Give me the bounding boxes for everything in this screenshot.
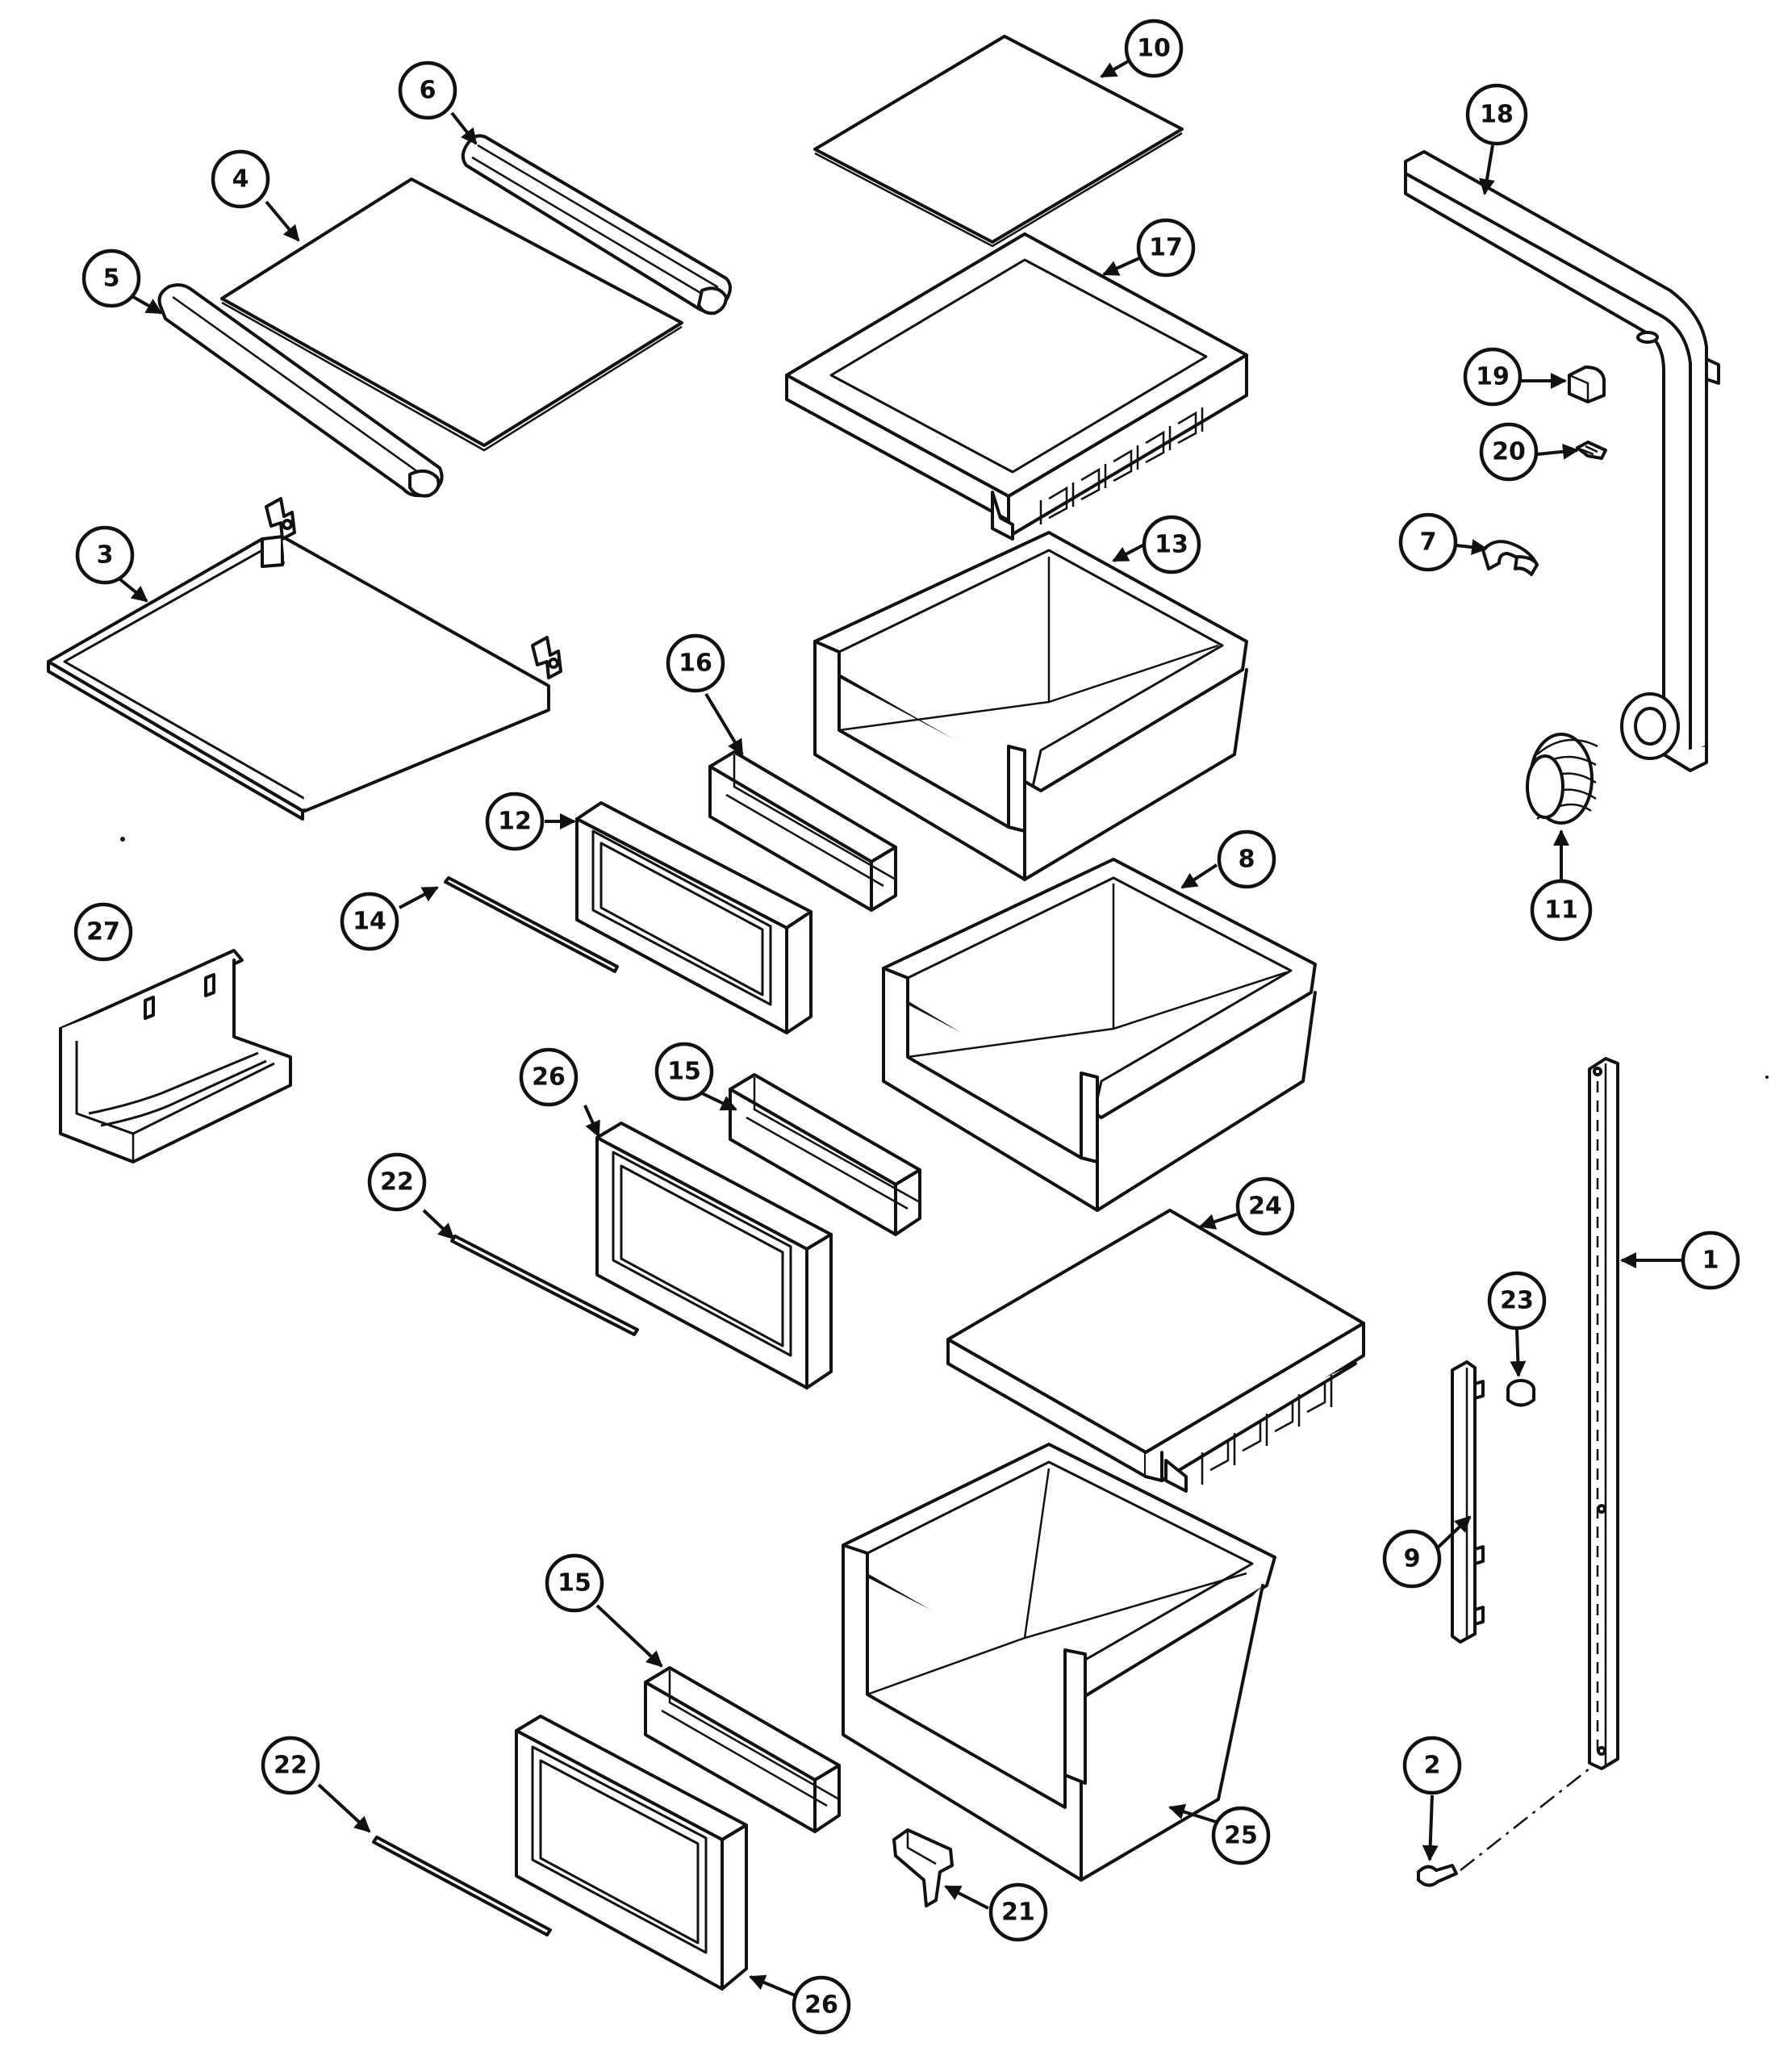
part-14-trim-strip (444, 876, 619, 973)
leader-lines (115, 56, 1682, 1999)
part-6-shelf-trim-rear (461, 134, 732, 315)
callout-15-upper: 15 (654, 1042, 714, 1101)
part-23-plug (1506, 1379, 1535, 1407)
callout-6: 6 (398, 61, 457, 120)
callout-11-label: 11 (1544, 896, 1578, 925)
callout-3-label: 3 (97, 541, 114, 570)
part-13-crisper-pan (813, 531, 1248, 881)
callout-4: 4 (211, 149, 270, 209)
callout-21-label: 21 (1001, 1899, 1035, 1927)
part-22-trim-strip-lower (372, 1836, 552, 1936)
callout-19-label: 19 (1476, 363, 1510, 391)
callout-24: 24 (1235, 1176, 1295, 1236)
callout-20: 20 (1479, 422, 1539, 482)
callout-10: 10 (1124, 19, 1184, 78)
callout-8: 8 (1217, 829, 1276, 889)
callout-26-lower-label: 26 (804, 1991, 838, 2020)
part-7-clamp (1481, 540, 1539, 576)
callout-5-label: 5 (103, 265, 120, 293)
callout-1: 1 (1681, 1230, 1740, 1290)
callout-17-label: 17 (1149, 234, 1183, 262)
stray-dot (1765, 1076, 1769, 1079)
callout-23: 23 (1487, 1271, 1547, 1331)
callout-16: 16 (666, 633, 725, 693)
callout-11: 11 (1530, 879, 1593, 942)
callout-12-label: 12 (498, 808, 532, 836)
callout-7-label: 7 (1420, 528, 1437, 557)
part-5-shelf-trim-front (157, 283, 444, 498)
callout-1-label: 1 (1702, 1247, 1719, 1275)
callout-13-label: 13 (1155, 531, 1188, 559)
callout-22-upper-label: 22 (380, 1168, 414, 1197)
callout-27-label: 27 (86, 918, 120, 946)
part-8-crisper-pan (882, 858, 1317, 1212)
callout-8-label: 8 (1239, 846, 1255, 874)
callout-10-label: 10 (1137, 35, 1171, 63)
callout-2: 2 (1402, 1736, 1462, 1795)
part-26-crisper-front-upper (595, 1122, 833, 1389)
callout-16-label: 16 (679, 650, 712, 678)
callout-14: 14 (340, 892, 399, 951)
callout-12: 12 (485, 792, 545, 851)
part-3-cantilever-shelf-frame (47, 497, 562, 821)
callout-5: 5 (81, 249, 141, 308)
callout-7: 7 (1398, 512, 1458, 572)
part-12-crisper-front (575, 801, 812, 1034)
callout-17: 17 (1136, 218, 1196, 278)
part-26-crisper-front-lower (515, 1715, 748, 1991)
callout-18: 18 (1465, 83, 1528, 146)
callout-26-upper: 26 (519, 1047, 579, 1107)
part-15-crisper-rail-upper (729, 1073, 921, 1236)
part-25-deep-crisper-pan (842, 1443, 1276, 1882)
callout-15-upper-label: 15 (667, 1058, 701, 1086)
callout-22-lower-label: 22 (274, 1752, 307, 1780)
callout-20-label: 20 (1492, 438, 1526, 466)
callout-23-label: 23 (1500, 1287, 1534, 1315)
callout-9-label: 9 (1404, 1545, 1421, 1573)
part-19-damper-cap (1568, 366, 1606, 403)
part-21-clip (892, 1828, 954, 1907)
callout-13: 13 (1142, 515, 1201, 574)
callout-21: 21 (988, 1882, 1048, 1942)
part-10-glass-panel (813, 35, 1184, 248)
callout-25: 25 (1211, 1806, 1271, 1865)
part-4-glass-shelf (220, 178, 683, 452)
callout-3: 3 (75, 525, 135, 585)
part-9-support-rail (1451, 1360, 1485, 1644)
callout-18-label: 18 (1480, 101, 1514, 129)
part-20-screw (1576, 441, 1607, 460)
callout-25-label: 25 (1224, 1822, 1258, 1850)
part-27-dairy-bin (59, 949, 292, 1163)
callout-9: 9 (1382, 1529, 1442, 1589)
part-16-crisper-rail (708, 750, 897, 912)
stray-dot (120, 837, 125, 842)
callout-24-label: 24 (1248, 1193, 1282, 1221)
part-18-air-duct (1404, 150, 1720, 772)
part-1-shelf-standard (1588, 1057, 1619, 1770)
callout-22-lower: 22 (261, 1736, 320, 1795)
callout-6-label: 6 (420, 77, 437, 105)
part-17-crisper-cover-frame (785, 232, 1248, 541)
callout-2-label: 2 (1424, 1752, 1441, 1780)
part-11-duct-coil (1526, 733, 1598, 825)
callout-4-label: 4 (232, 165, 249, 194)
callout-26-lower: 26 (792, 1975, 851, 2035)
callout-19: 19 (1463, 347, 1523, 407)
callout-26-upper-label: 26 (532, 1063, 566, 1092)
part-2-screw (1417, 1765, 1594, 1887)
callout-14-label: 14 (353, 908, 386, 936)
part-24-crisper-cover (946, 1209, 1365, 1493)
part-15-crisper-rail-lower (644, 1666, 841, 1833)
callout-15-lower-label: 15 (558, 1569, 591, 1598)
callout-22-upper: 22 (367, 1152, 427, 1212)
callout-15-lower: 15 (545, 1553, 604, 1613)
callout-27: 27 (73, 902, 133, 962)
